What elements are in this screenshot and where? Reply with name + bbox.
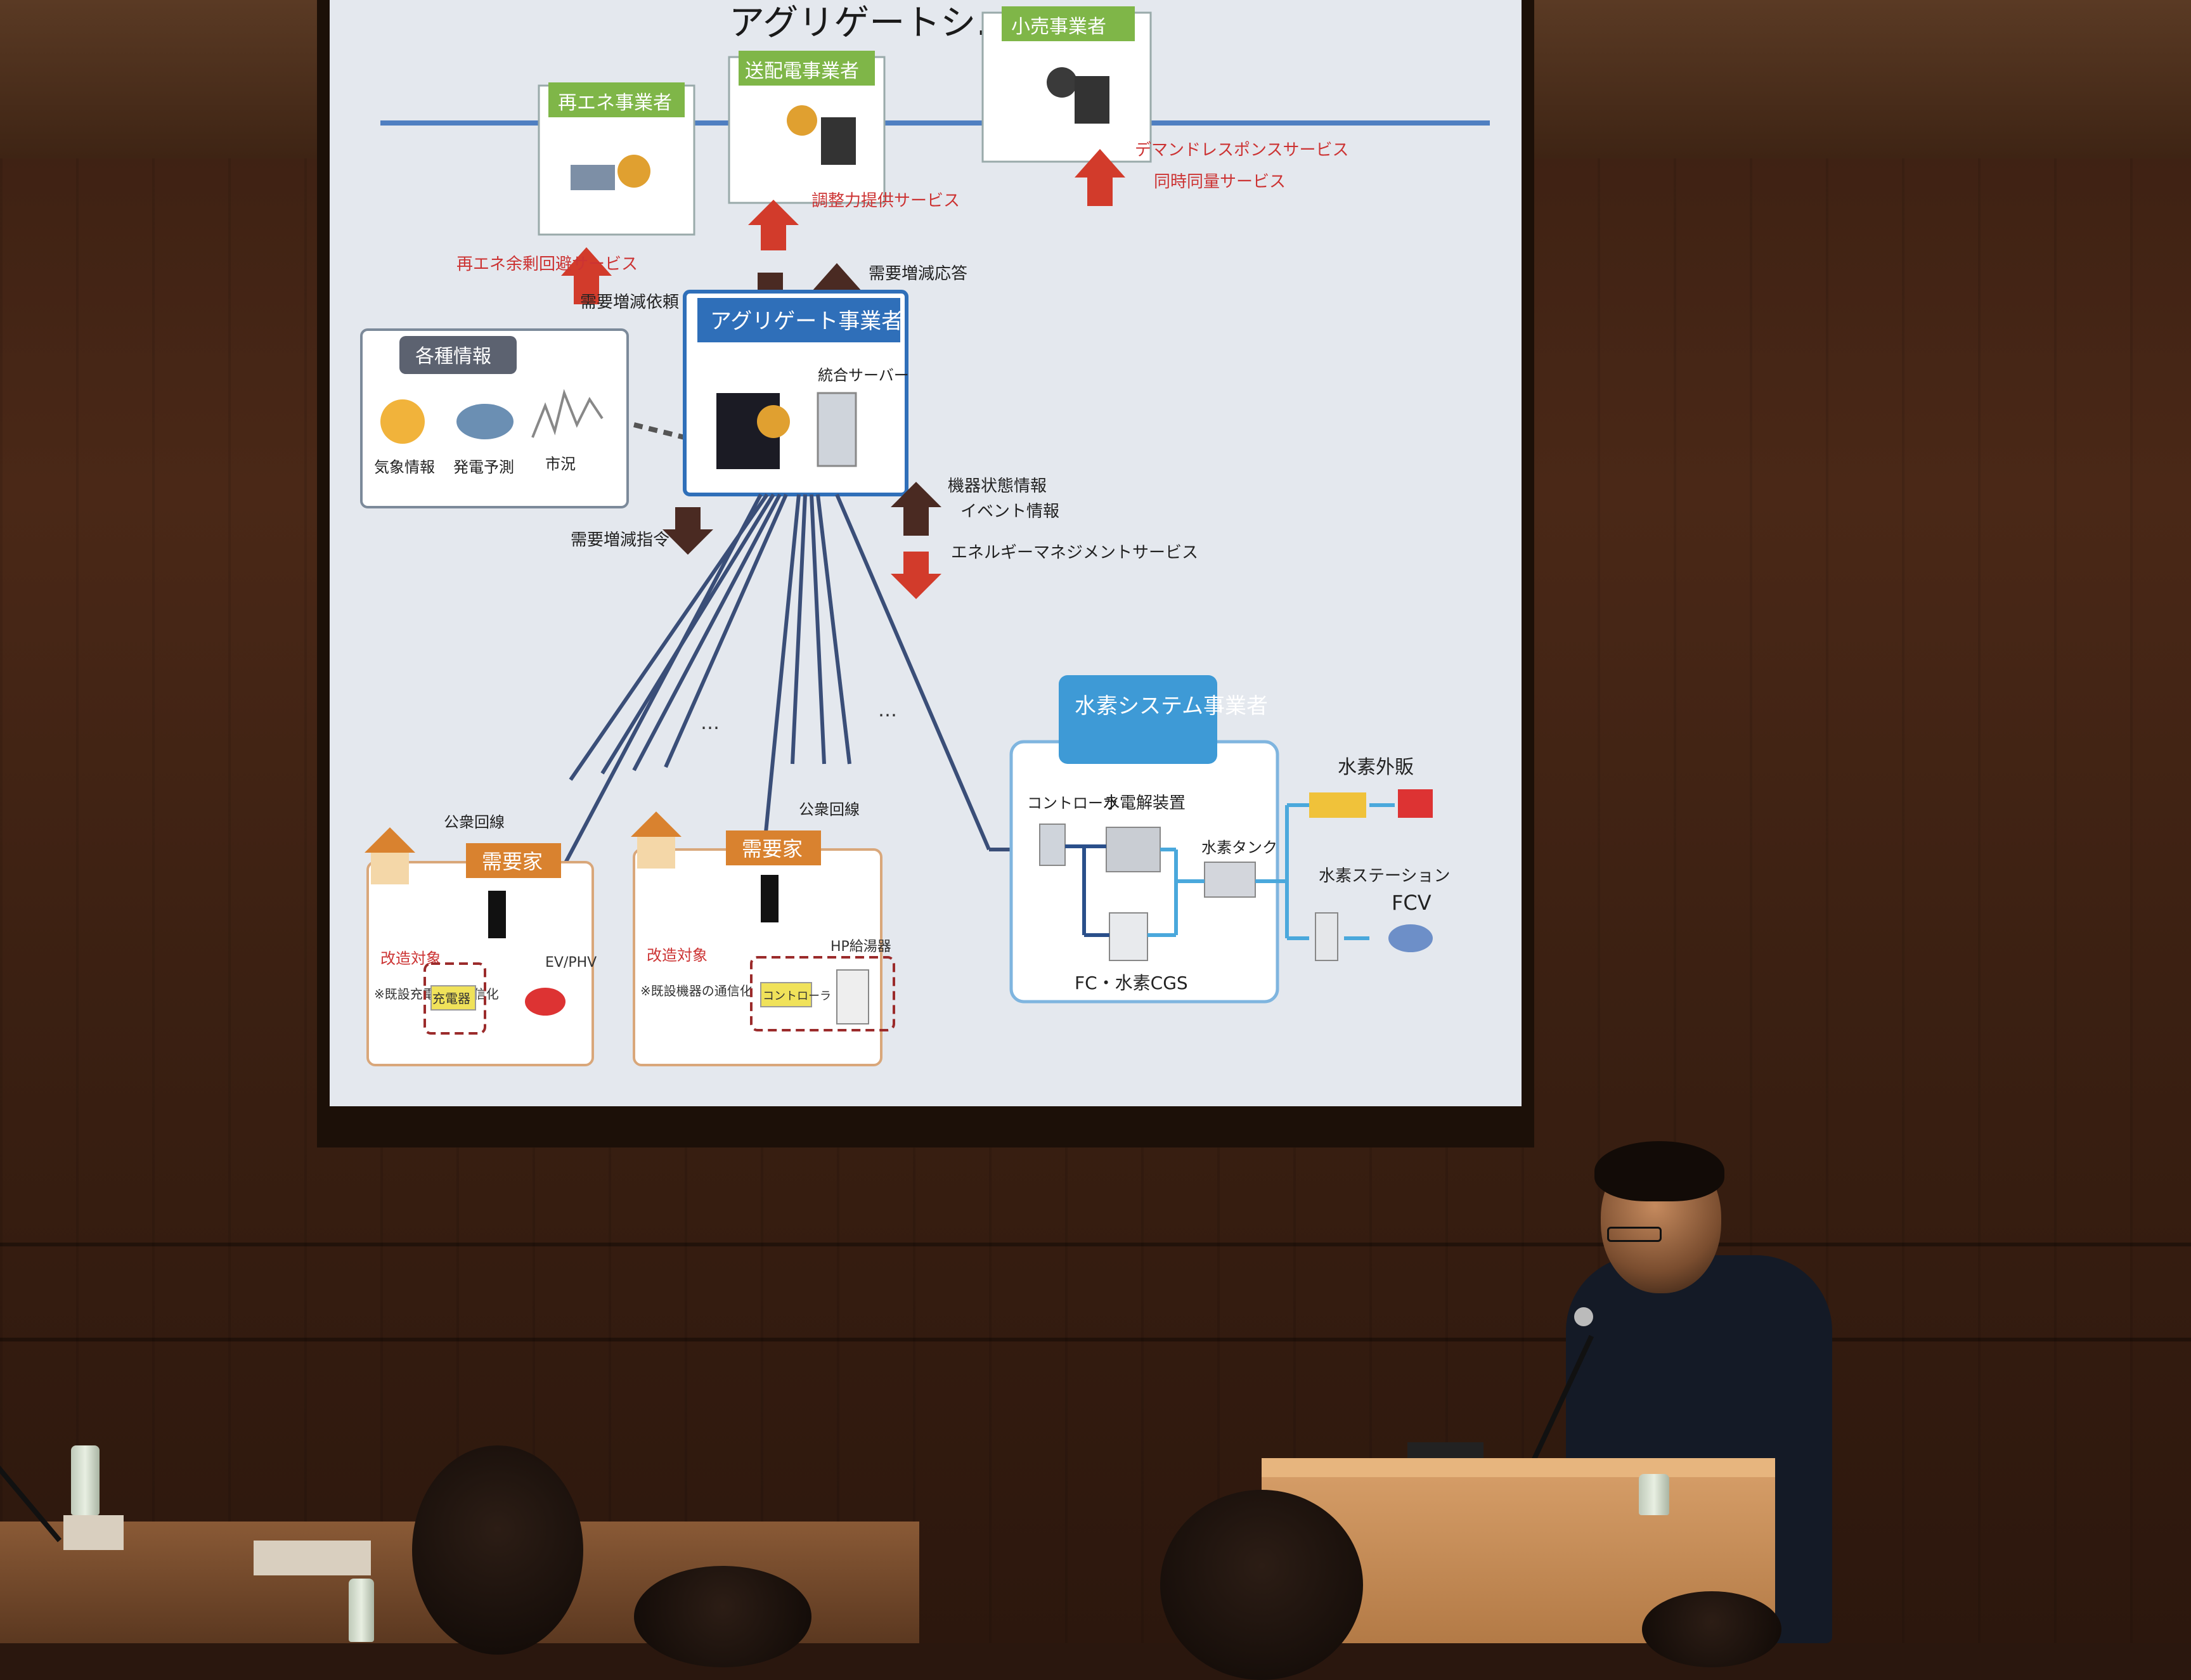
computer-icon	[1075, 76, 1109, 124]
event-info-label: イベント情報	[960, 502, 1059, 521]
electrolyzer-label: 水電解装置	[1103, 794, 1186, 813]
house-body	[637, 837, 675, 869]
operator-icon	[757, 405, 790, 438]
house-icon	[365, 827, 415, 853]
ellipsis: …	[878, 699, 897, 721]
renewable-service: 再エネ余剰回避サービス	[456, 255, 638, 274]
info-dotted-link	[633, 422, 685, 440]
energy-mgmt-label: エネルギーマネジメントサービス	[951, 543, 1198, 562]
controller-label: コントローラ	[1027, 794, 1118, 812]
glasses	[1607, 1227, 1662, 1242]
down-arrow-red	[891, 552, 941, 599]
solar-panel-icon	[571, 165, 615, 190]
server-label: 統合サーバー	[818, 366, 909, 384]
factory-icon	[1398, 789, 1433, 818]
up-arrow-red	[561, 247, 612, 304]
charger-label: 充電器	[432, 991, 470, 1006]
nameplate	[254, 1541, 371, 1575]
house-icon	[631, 811, 682, 837]
operator-icon	[1047, 67, 1077, 98]
speaker-hair	[1594, 1141, 1724, 1201]
worker-icon	[617, 155, 650, 188]
consumer-label: 需要家	[482, 850, 543, 874]
fcv-label: FCV	[1392, 891, 1432, 915]
external-sales-label: 水素外販	[1338, 756, 1414, 779]
info-box-title: 各種情報	[415, 346, 491, 368]
station-icon	[1315, 912, 1338, 961]
server-icon	[817, 392, 857, 467]
controller-icon	[1039, 824, 1066, 866]
slide-title: アグリゲートシ…	[729, 3, 1011, 44]
house-body	[371, 853, 409, 884]
request-label: 需要増減依頼	[580, 293, 679, 312]
device-status-label: 機器状態情報	[948, 477, 1047, 496]
up-arrow-red	[1075, 149, 1125, 206]
role-hydrogen: 水素システム事業者	[1075, 694, 1268, 719]
market-label: 市況	[545, 455, 576, 473]
hp-label: HP給湯器	[831, 939, 891, 955]
nameplate	[63, 1515, 124, 1550]
role-aggregator: アグリゲート事業者	[710, 309, 903, 334]
microphone-head	[1574, 1307, 1593, 1326]
fc-label: FC・水素CGS	[1075, 972, 1188, 993]
ev-label: EV/PHV	[545, 955, 597, 971]
audience-head	[1642, 1591, 1781, 1667]
tank-icon	[1204, 862, 1256, 898]
dr-service: デマンドレスポンスサービス	[1135, 141, 1348, 160]
podium-top	[1262, 1458, 1775, 1477]
communication-lines	[537, 493, 1040, 914]
response-label: 需要増減応答	[869, 264, 967, 283]
controller-label: コントローラ	[763, 990, 831, 1003]
weather-icon	[380, 399, 425, 444]
truck-icon	[1309, 792, 1366, 818]
water-heater-icon	[836, 969, 869, 1024]
hydrogen-flow-lines	[1147, 803, 1309, 940]
down-arrow-dark	[662, 507, 713, 555]
dr-service-2: 同時同量サービス	[1154, 172, 1286, 191]
wall-seam	[0, 1338, 2191, 1341]
water-bottle	[71, 1445, 100, 1515]
projector-screen: アグリゲートシ… 再エネ事業者 送配電事業者 小売事業者 再エネ余剰回避サービス…	[330, 0, 1522, 1106]
electrolyzer-icon	[1106, 827, 1161, 872]
role-transmission: 送配電事業者	[745, 60, 859, 82]
forecast-icon	[456, 404, 514, 439]
fcv-car-icon	[1388, 924, 1433, 952]
public-line-label: 公衆回線	[799, 801, 860, 818]
water-bottle	[349, 1579, 374, 1642]
operator-icon	[787, 105, 817, 136]
forecast-label: 発電予測	[453, 458, 514, 476]
audience-head	[412, 1445, 583, 1655]
command-label: 需要増減指令	[571, 531, 669, 550]
station-label: 水素ステーション	[1319, 867, 1450, 886]
adjust-service: 調整力提供サービス	[811, 191, 960, 210]
audience-head	[634, 1566, 811, 1667]
ellipsis: …	[701, 712, 720, 734]
slide-diagram: アグリゲートシ… 再エネ事業者 送配電事業者 小売事業者 再エネ余剰回避サービス…	[330, 0, 1522, 1106]
consumer-label: 需要家	[742, 837, 803, 861]
wall-seam	[0, 1243, 2191, 1246]
up-arrow-red	[748, 200, 799, 250]
tank-label: 水素タンク	[1201, 839, 1277, 856]
upgrade-note: ※既設機器の通信化	[640, 983, 753, 998]
fc-icon	[1109, 912, 1148, 961]
role-renewable: 再エネ事業者	[558, 92, 672, 114]
up-arrow-dark	[891, 482, 941, 536]
audience-head	[1160, 1490, 1363, 1680]
public-line-label: 公衆回線	[444, 813, 505, 831]
upgrade-target: 改造対象	[647, 947, 708, 964]
hydrogen-internal-lines	[1065, 844, 1109, 937]
role-retail: 小売事業者	[1011, 16, 1106, 38]
ev-car-icon	[525, 988, 566, 1016]
market-chart-icon	[531, 389, 604, 438]
computer-icon	[821, 117, 856, 165]
meter-icon	[488, 891, 506, 938]
water-bottle	[1639, 1474, 1669, 1515]
meter-icon	[761, 875, 779, 922]
weather-label: 気象情報	[374, 458, 435, 476]
